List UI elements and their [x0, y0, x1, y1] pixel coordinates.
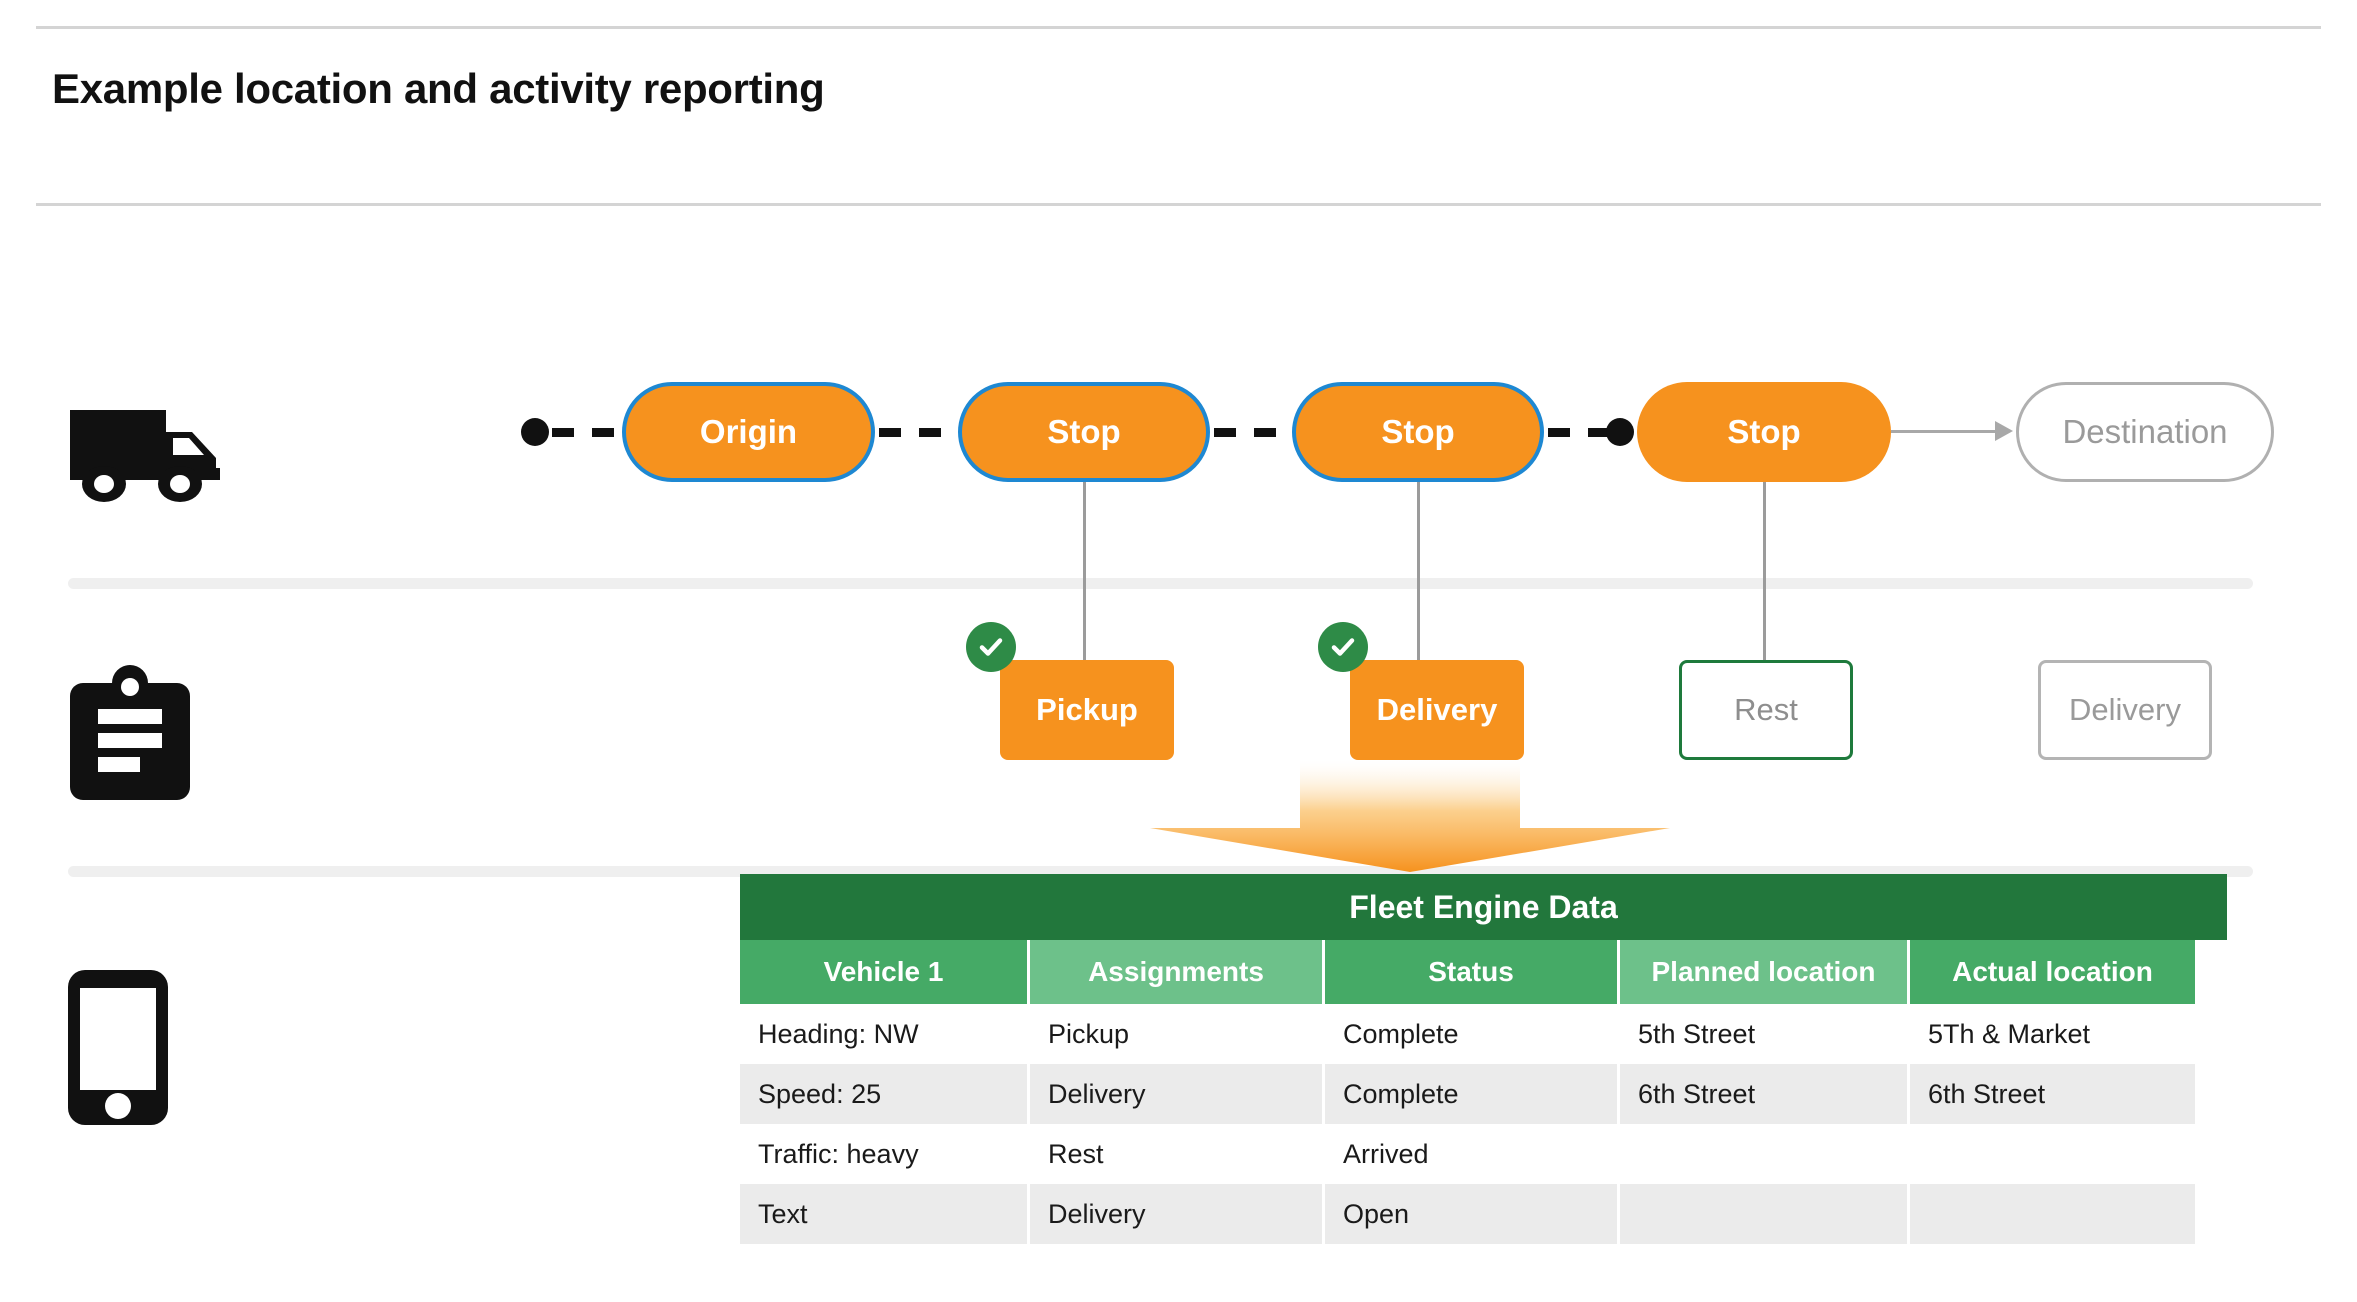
route-node-destination[interactable]: Destination: [2016, 382, 2274, 482]
activity-card-delivery[interactable]: Delivery: [1350, 660, 1524, 760]
activity-card-pickup[interactable]: Pickup: [1000, 660, 1174, 760]
destination-arrow-head: [1995, 421, 2013, 441]
cell-planned-location: [1620, 1124, 1910, 1184]
truck-icon: [70, 408, 225, 503]
route-node-origin[interactable]: Origin: [622, 382, 875, 482]
cell-status: Complete: [1325, 1004, 1620, 1064]
activity-card-delivery-pending[interactable]: Delivery: [2038, 660, 2212, 760]
table-row: Heading: NW Pickup Complete 5th Street 5…: [740, 1004, 2195, 1064]
activity-label: Rest: [1734, 692, 1798, 727]
table-title: Fleet Engine Data: [740, 874, 2227, 940]
cell-status: Open: [1325, 1184, 1620, 1244]
section-divider-route-activity: [68, 578, 2253, 589]
route-dash-2: [1214, 428, 1292, 437]
phone-icon: [68, 970, 168, 1125]
activity-label: Delivery: [1376, 692, 1498, 727]
cell-assignment: Rest: [1030, 1124, 1325, 1184]
route-node-stop-3[interactable]: Stop: [1637, 382, 1891, 482]
column-header-assignments[interactable]: Assignments: [1030, 940, 1325, 1004]
fleet-engine-data-table: Fleet Engine Data Vehicle 1 Assignments …: [740, 874, 2227, 1244]
route-node-stop-2[interactable]: Stop: [1292, 382, 1544, 482]
column-header-actual-location[interactable]: Actual location: [1910, 940, 2195, 1004]
route-node-label: Destination: [2062, 413, 2228, 450]
cell-actual-location: [1910, 1124, 2195, 1184]
check-icon-pickup: [966, 622, 1016, 672]
cell-planned-location: [1620, 1184, 1910, 1244]
cell-planned-location: 6th Street: [1620, 1064, 1910, 1124]
table-row: Traffic: heavy Rest Arrived: [740, 1124, 2195, 1184]
column-header-vehicle[interactable]: Vehicle 1: [740, 940, 1030, 1004]
activity-label: Pickup: [1036, 692, 1138, 727]
cell-status: Arrived: [1325, 1124, 1620, 1184]
activity-label: Delivery: [2069, 692, 2181, 727]
clipboard-icon: [70, 665, 190, 800]
cell-actual-location: 6th Street: [1910, 1064, 2195, 1124]
connector-stop1-pickup: [1083, 482, 1086, 660]
route-start-dot: [521, 418, 549, 446]
connector-stop3-rest: [1763, 482, 1766, 660]
cell-assignment: Delivery: [1030, 1184, 1325, 1244]
cell-assignment: Delivery: [1030, 1064, 1325, 1124]
cell-actual-location: 5Th & Market: [1910, 1004, 2195, 1064]
destination-arrow-line: [1891, 430, 2007, 433]
cell-status: Complete: [1325, 1064, 1620, 1124]
route-dash-1: [879, 428, 958, 437]
cell-actual-location: [1910, 1184, 2195, 1244]
cell-planned-location: 5th Street: [1620, 1004, 1910, 1064]
route-node-label: Stop: [1047, 413, 1121, 450]
table-row: Speed: 25 Delivery Complete 6th Street 6…: [740, 1064, 2195, 1124]
column-header-planned-location[interactable]: Planned location: [1620, 940, 1910, 1004]
cell-vehicle: Traffic: heavy: [740, 1124, 1030, 1184]
route-node-label: Stop: [1727, 413, 1801, 450]
table-header-row: Vehicle 1 Assignments Status Planned loc…: [740, 940, 2195, 1004]
header-rule-top: [36, 26, 2321, 29]
cell-vehicle: Text: [740, 1184, 1030, 1244]
cell-vehicle: Heading: NW: [740, 1004, 1030, 1064]
route-node-label: Origin: [699, 413, 798, 450]
check-icon-delivery: [1318, 622, 1368, 672]
route-current-dot: [1606, 418, 1634, 446]
route-timeline: Origin Stop Stop Stop Destination: [0, 382, 2357, 482]
activity-card-rest[interactable]: Rest: [1679, 660, 1853, 760]
route-node-stop-1[interactable]: Stop: [958, 382, 1210, 482]
table-row: Text Delivery Open: [740, 1184, 2195, 1244]
data-grid: Vehicle 1 Assignments Status Planned loc…: [740, 940, 2195, 1244]
route-node-label: Stop: [1381, 413, 1455, 450]
section-divider-activity-data: [68, 866, 2253, 877]
connector-stop2-delivery: [1417, 482, 1420, 660]
route-dash-3: [1548, 428, 1616, 437]
page-title: Example location and activity reporting: [52, 65, 825, 112]
route-dash-0: [552, 428, 622, 437]
cell-assignment: Pickup: [1030, 1004, 1325, 1064]
header-rule-bottom: [36, 203, 2321, 206]
column-header-status[interactable]: Status: [1325, 940, 1620, 1004]
cell-vehicle: Speed: 25: [740, 1064, 1030, 1124]
flow-arrow-down-icon: [1150, 760, 1670, 872]
